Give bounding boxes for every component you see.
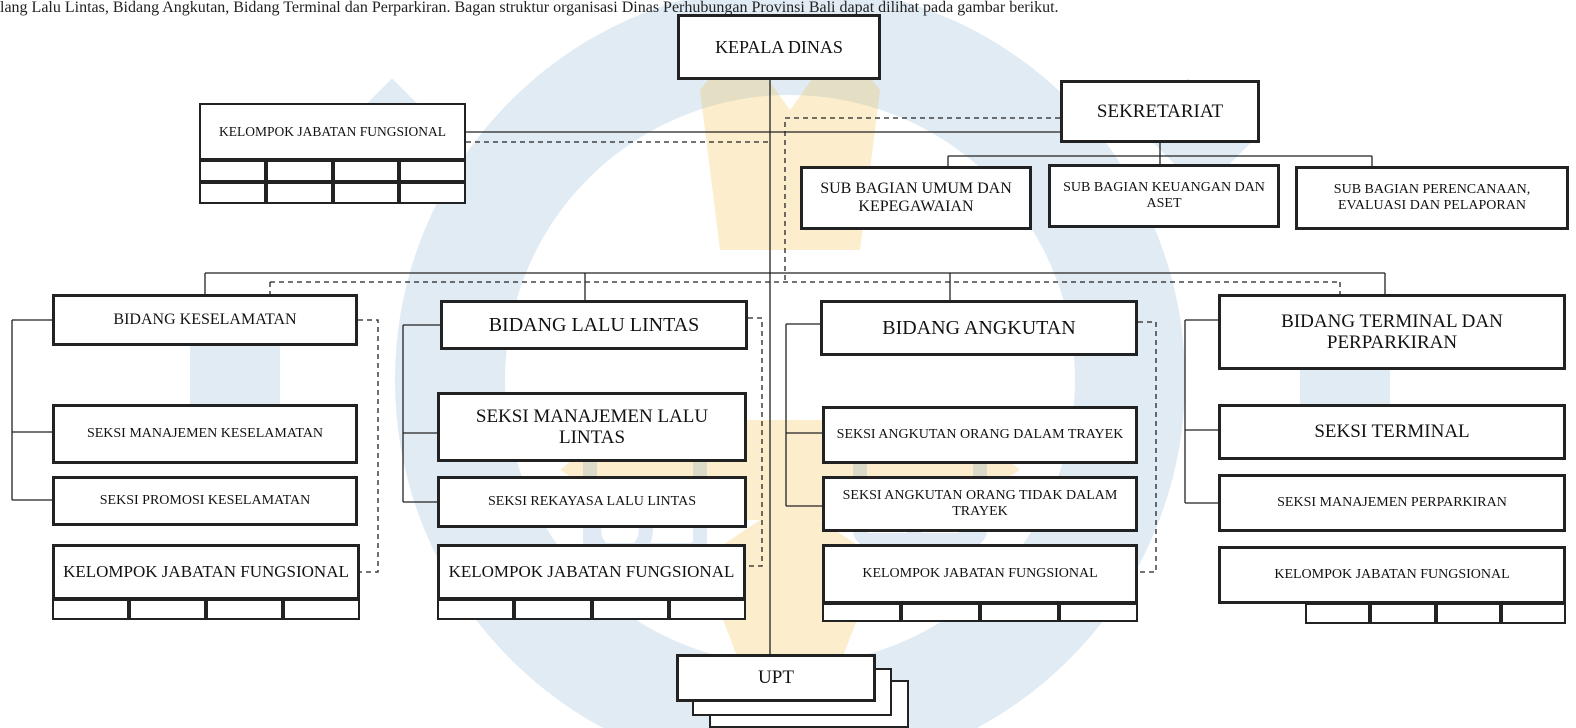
bidang-lalu-lintas-box: BIDANG LALU LINTAS [440, 300, 748, 350]
kjf-top-label: KELOMPOK JABATAN FUNGSIONAL [219, 123, 446, 139]
kjf-keselamatan-cells [52, 598, 360, 620]
sekretariat-box: SEKRETARIAT [1060, 80, 1260, 143]
kepala-dinas-label: KEPALA DINAS [715, 36, 843, 57]
seksi-manajemen-lalu-lintas-label: SEKSI MANAJEMEN LALU LINTAS [475, 405, 709, 448]
kjf-angkutan-box: KELOMPOK JABATAN FUNGSIONAL [822, 544, 1138, 604]
seksi-manajemen-keselamatan-box: SEKSI MANAJEMEN KESELAMATAN [52, 404, 358, 464]
seksi-manajemen-keselamatan-label: SEKSI MANAJEMEN KESELAMATAN [86, 426, 324, 442]
seksi-promosi-keselamatan-box: SEKSI PROMOSI KESELAMATAN [52, 476, 358, 526]
kjf-angkutan-cells [822, 602, 1138, 622]
kjf-cell [283, 598, 360, 620]
bidang-lalu-lintas-label: BIDANG LALU LINTAS [488, 313, 700, 336]
bidang-terminal-perparkiran-box: BIDANG TERMINAL DAN PERPARKIRAN [1218, 294, 1566, 370]
seksi-manajemen-perparkiran-box: SEKSI MANAJEMEN PERPARKIRAN [1218, 474, 1566, 532]
kjf-top-cell [199, 182, 266, 204]
kjf-cell [1500, 602, 1566, 624]
kjf-top-cell [332, 160, 400, 182]
kjf-top-cell [199, 160, 266, 182]
kjf-angkutan-label: KELOMPOK JABATAN FUNGSIONAL [862, 566, 1098, 582]
bidang-angkutan-box: BIDANG ANGKUTAN [820, 300, 1138, 356]
seksi-manajemen-lalu-lintas-box: SEKSI MANAJEMEN LALU LINTAS [437, 392, 747, 462]
kjf-top-cell [332, 182, 400, 204]
upt-label: UPT [758, 667, 794, 689]
kjf-cell [980, 602, 1059, 622]
seksi-promosi-keselamatan-label: SEKSI PROMOSI KESELAMATAN [99, 493, 311, 509]
sekretariat-label: SEKRETARIAT [1096, 100, 1224, 122]
kjf-terminal-label: KELOMPOK JABATAN FUNGSIONAL [1274, 567, 1510, 583]
kjf-cell [1305, 602, 1371, 624]
kjf-cell [1435, 602, 1501, 624]
kjf-top-cell [399, 182, 466, 204]
sub-bagian-keuangan-box: SUB BAGIAN KEUANGAN DAN ASET [1048, 164, 1280, 228]
kjf-keselamatan-label: KELOMPOK JABATAN FUNGSIONAL [63, 562, 349, 582]
sub-bagian-keuangan-label: SUB BAGIAN KEUANGAN DAN ASET [1063, 180, 1265, 211]
kjf-lalu-lintas-label: KELOMPOK JABATAN FUNGSIONAL [448, 562, 735, 582]
kjf-cell [1370, 602, 1436, 624]
kjf-cell [437, 598, 515, 620]
sub-bagian-perencanaan-label: SUB BAGIAN PERENCANAAN, EVALUASI DAN PEL… [1333, 182, 1531, 213]
kjf-cell [901, 602, 980, 622]
kjf-cell [52, 598, 129, 620]
seksi-manajemen-perparkiran-label: SEKSI MANAJEMEN PERPARKIRAN [1277, 495, 1507, 511]
kjf-lalu-lintas-cells [437, 598, 746, 620]
bidang-keselamatan-box: BIDANG KESELAMATAN [52, 294, 358, 346]
bidang-keselamatan-label: BIDANG KESELAMATAN [113, 311, 297, 329]
kjf-top-cell [265, 182, 333, 204]
bidang-terminal-perparkiran-label: BIDANG TERMINAL DAN PERPARKIRAN [1281, 310, 1503, 353]
seksi-angkutan-dalam-trayek-label: SEKSI ANGKUTAN ORANG DALAM TRAYEK [836, 427, 1124, 443]
kjf-cell [514, 598, 592, 620]
kjf-top-box: KELOMPOK JABATAN FUNGSIONAL [199, 103, 466, 160]
kepala-dinas-box: KEPALA DINAS [677, 14, 881, 80]
kjf-cell [591, 598, 669, 620]
kjf-cell [206, 598, 283, 620]
upt-box: UPT [676, 654, 876, 702]
kjf-cell [1059, 602, 1138, 622]
seksi-angkutan-dalam-trayek-box: SEKSI ANGKUTAN ORANG DALAM TRAYEK [822, 406, 1138, 464]
intro-text-fragment: lang Lalu Lintas, Bidang Angkutan, Bidan… [0, 0, 1059, 16]
kjf-top-cell [399, 160, 466, 182]
seksi-angkutan-tidak-dalam-trayek-box: SEKSI ANGKUTAN ORANG TIDAK DALAM TRAYEK [822, 476, 1138, 532]
kjf-cell [668, 598, 746, 620]
seksi-angkutan-tidak-dalam-trayek-label: SEKSI ANGKUTAN ORANG TIDAK DALAM TRAYEK [842, 488, 1118, 519]
seksi-rekayasa-lalu-lintas-box: SEKSI REKAYASA LALU LINTAS [437, 476, 747, 528]
kjf-lalu-lintas-box: KELOMPOK JABATAN FUNGSIONAL [437, 544, 746, 600]
seksi-terminal-box: SEKSI TERMINAL [1218, 404, 1566, 460]
seksi-rekayasa-lalu-lintas-label: SEKSI REKAYASA LALU LINTAS [488, 494, 696, 510]
sub-bagian-umum-label: SUB BAGIAN UMUM DAN KEPEGAWAIAN [820, 180, 1012, 215]
sub-bagian-perencanaan-box: SUB BAGIAN PERENCANAAN, EVALUASI DAN PEL… [1295, 166, 1569, 230]
kjf-cell [822, 602, 901, 622]
bidang-angkutan-label: BIDANG ANGKUTAN [882, 316, 1076, 339]
kjf-terminal-box: KELOMPOK JABATAN FUNGSIONAL [1218, 546, 1566, 604]
kjf-top-cell [265, 160, 333, 182]
seksi-terminal-label: SEKSI TERMINAL [1314, 421, 1470, 443]
sub-bagian-umum-box: SUB BAGIAN UMUM DAN KEPEGAWAIAN [800, 166, 1032, 230]
kjf-cell [129, 598, 206, 620]
kjf-keselamatan-box: KELOMPOK JABATAN FUNGSIONAL [52, 544, 360, 600]
kjf-terminal-cells [1305, 602, 1566, 624]
kjf-top-cells [199, 160, 466, 204]
